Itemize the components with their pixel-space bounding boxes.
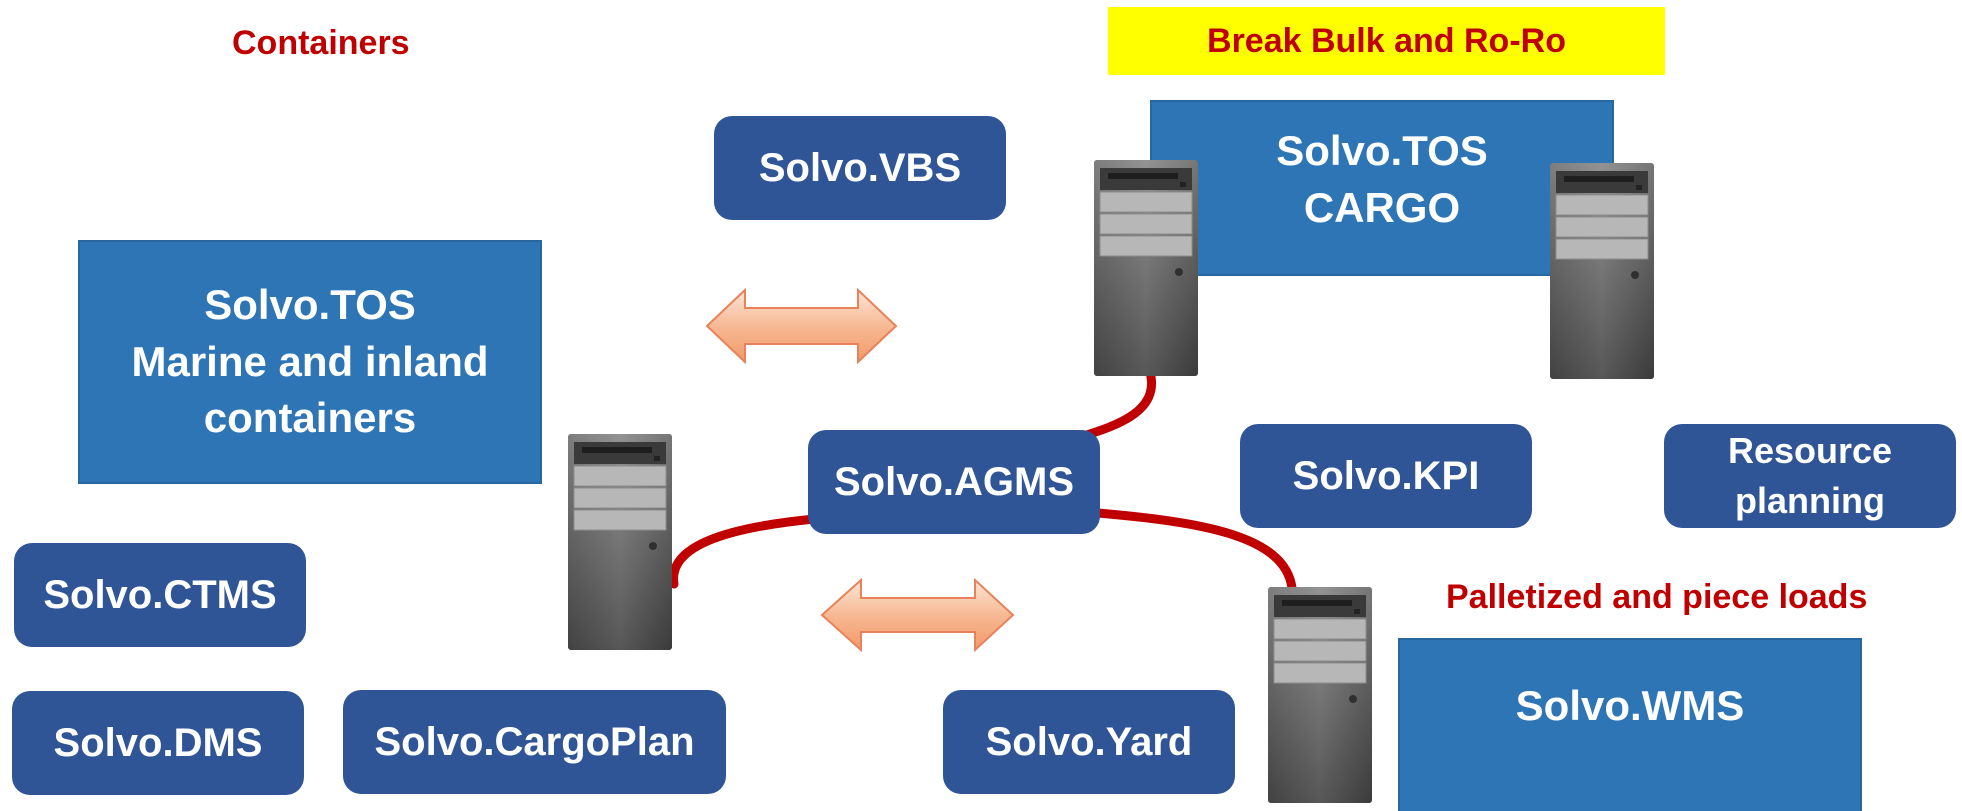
yard-label: Solvo.Yard <box>985 719 1193 764</box>
ctms-box: Solvo.CTMS <box>14 543 306 647</box>
kpi-box: Solvo.KPI <box>1240 424 1532 528</box>
cargoplan-box: Solvo.CargoPlan <box>343 690 726 794</box>
wms-box: Solvo.WMS <box>1398 638 1862 811</box>
server-icon <box>1549 162 1655 380</box>
server-icon <box>1093 159 1199 377</box>
tos-containers-label: Solvo.TOS Marine and inland containers <box>131 280 489 442</box>
vbs-label: Solvo.VBS <box>758 145 962 190</box>
tos-cargo-box: Solvo.TOS CARGO <box>1150 100 1614 276</box>
connector-agms-server <box>669 514 820 589</box>
kpi-label: Solvo.KPI <box>1292 453 1480 498</box>
ctms-label: Solvo.CTMS <box>43 572 277 617</box>
double-arrow-icon <box>705 287 898 365</box>
agms-box: Solvo.AGMS <box>808 430 1100 534</box>
server-icon <box>1267 586 1373 804</box>
connector-agms-tos-cargo <box>1075 367 1156 442</box>
dms-label: Solvo.DMS <box>53 720 263 765</box>
palletized-heading: Palletized and piece loads <box>1446 578 1868 616</box>
resource-planning-label: Resource planning <box>1727 429 1893 521</box>
cargoplan-label: Solvo.CargoPlan <box>374 719 695 764</box>
containers-heading: Containers <box>232 24 410 62</box>
agms-label: Solvo.AGMS <box>833 459 1075 504</box>
tos-containers-box: Solvo.TOS Marine and inland containers <box>78 240 542 484</box>
yard-box: Solvo.Yard <box>943 690 1235 794</box>
break-bulk-heading: Break Bulk and Ro-Ro <box>1207 21 1566 60</box>
resource-planning-box: Resource planning <box>1664 424 1956 528</box>
wms-label: Solvo.WMS <box>1515 682 1745 730</box>
connector-agms-wms-server <box>1093 508 1297 593</box>
dms-box: Solvo.DMS <box>12 691 304 795</box>
break-bulk-highlight <box>1108 7 1665 75</box>
double-arrow-icon <box>820 577 1015 653</box>
server-icon <box>567 433 673 651</box>
vbs-box: Solvo.VBS <box>714 116 1006 220</box>
tos-cargo-label: Solvo.TOS CARGO <box>1276 127 1488 231</box>
